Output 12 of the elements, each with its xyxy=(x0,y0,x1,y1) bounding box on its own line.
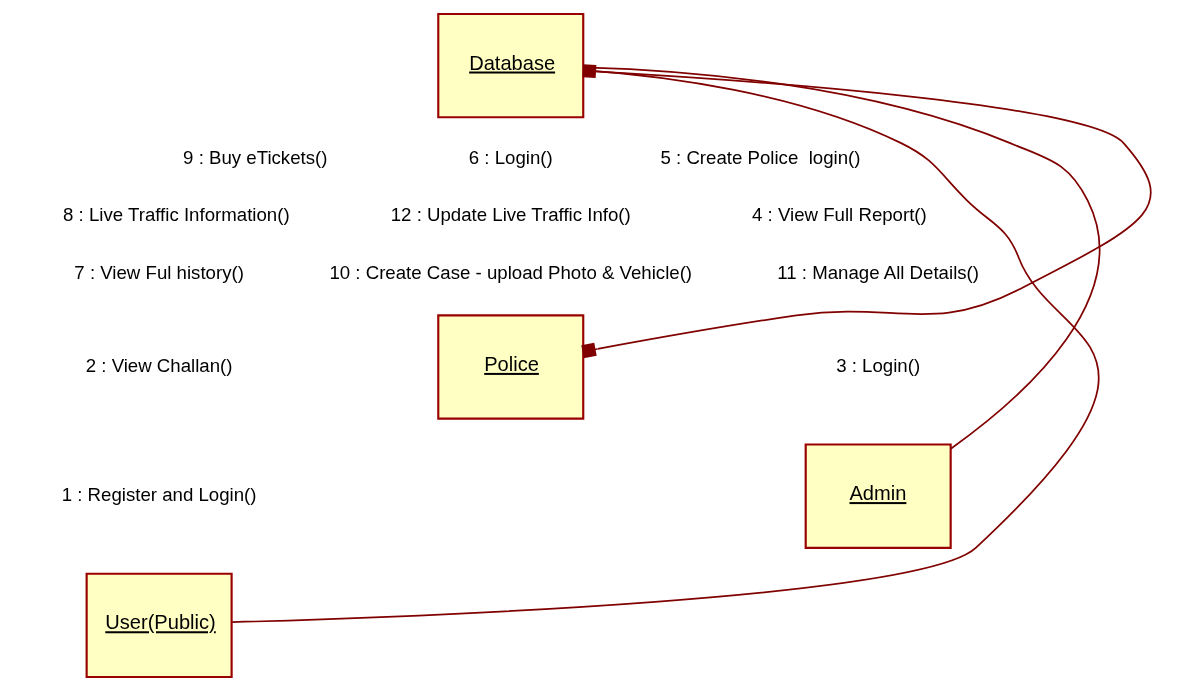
label: 5 : Create Police login() xyxy=(660,146,861,168)
label: 1 : Register and Login() xyxy=(61,484,257,506)
label: 2 : View Challan() xyxy=(85,354,233,376)
label: 10 : Create Case - upload Photo & Vehicle() xyxy=(329,261,693,283)
label: 9 : Buy eTickets() xyxy=(183,146,328,168)
label: 6 : Login() xyxy=(468,146,553,168)
label: 12 : Update Live Traffic Info() xyxy=(390,204,631,226)
label: 4 : View Full Report() xyxy=(752,204,927,226)
label: 11 : Manage All Details() xyxy=(777,261,980,283)
label: 8 : Live Traffic Information() xyxy=(63,204,290,226)
label: 3 : Login() xyxy=(836,354,921,376)
label: 7 : View Ful history() xyxy=(74,261,244,283)
